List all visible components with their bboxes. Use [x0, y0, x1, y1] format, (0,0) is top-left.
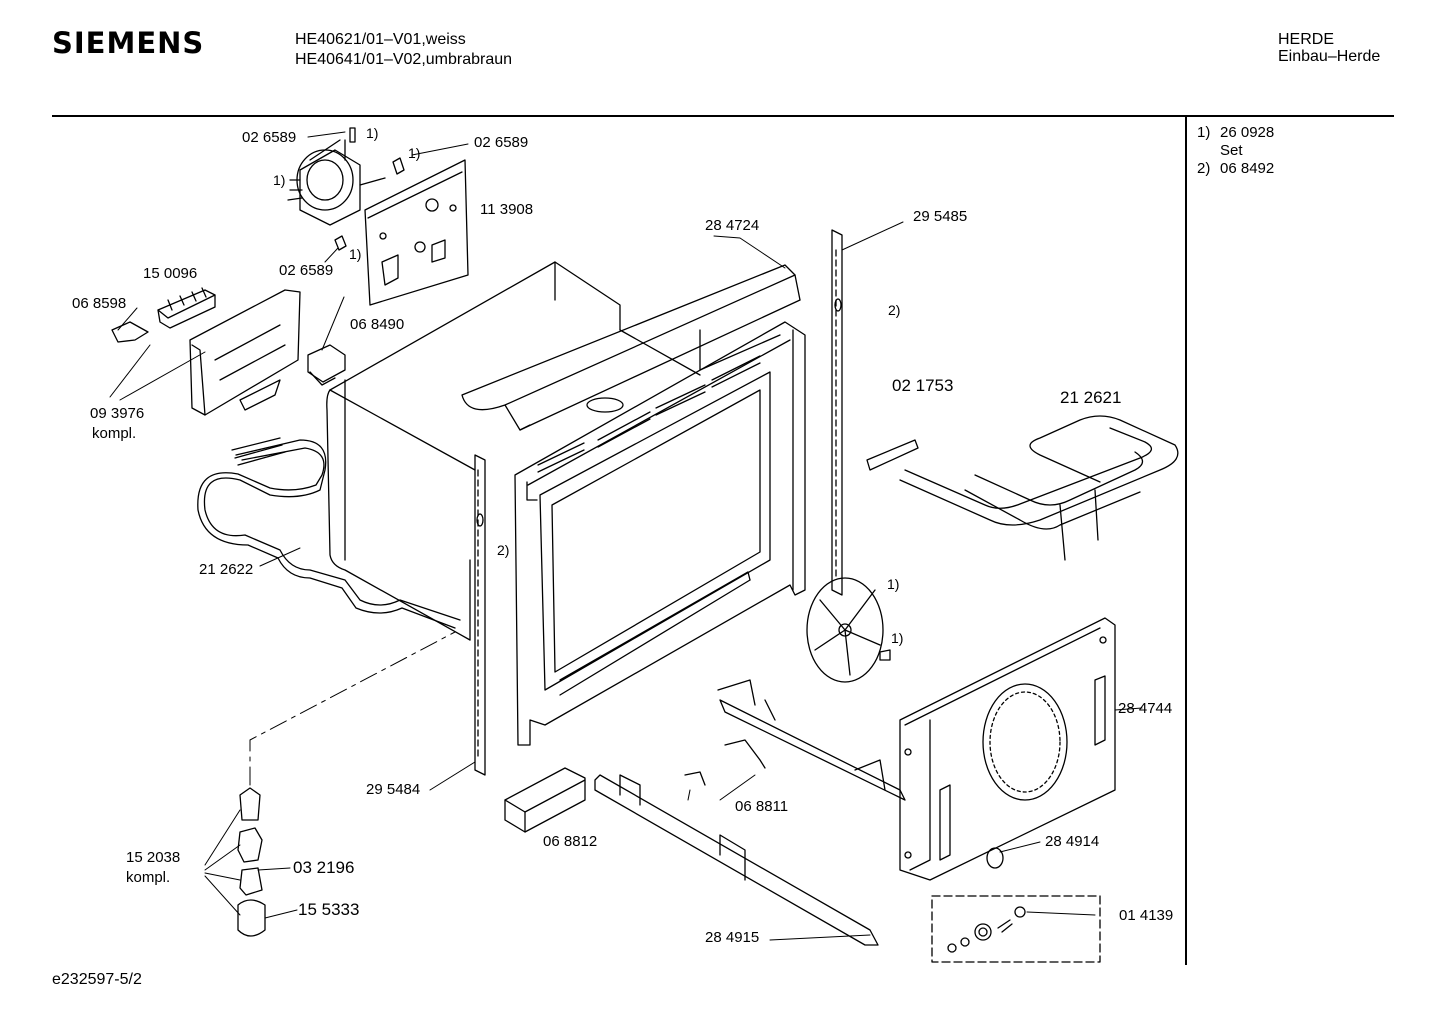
part-label-155333: 15 5333 — [298, 900, 360, 919]
ref-marker-1: 1) — [408, 145, 421, 161]
part-label-026589-right: 02 6589 — [474, 134, 529, 151]
part-label-212621: 21 2621 — [1060, 388, 1122, 407]
lamp-assembly-part — [237, 787, 266, 937]
note-text-1: 26 0928 — [1220, 124, 1275, 141]
motor-plate-part — [364, 159, 469, 306]
top-trim-strip-part — [461, 264, 801, 431]
note-marker-1: 1) — [1197, 124, 1211, 141]
clip-part — [349, 127, 356, 143]
ref-marker-1: 1) — [273, 172, 286, 188]
part-label-026589-top: 02 6589 — [242, 129, 297, 146]
side-bracket-part — [504, 767, 586, 833]
part-label-150096: 15 0096 — [143, 265, 198, 282]
part-label-068598: 06 8598 — [72, 295, 127, 312]
part-label-212622: 21 2622 — [199, 561, 254, 578]
control-bracket-part — [189, 289, 301, 416]
part-label-093976: 09 3976 — [90, 405, 145, 422]
ref-marker-2: 2) — [888, 302, 901, 318]
fan-motor-part — [287, 139, 386, 226]
part-label-026589-lower: 02 6589 — [279, 262, 334, 279]
part-label-152038-kompl: kompl. — [126, 869, 171, 886]
connector-part — [111, 321, 149, 343]
ref-marker-1: 1) — [887, 576, 900, 592]
part-label-068811: 06 8811 — [735, 798, 789, 815]
category-label: HERDE — [1278, 31, 1335, 48]
ref-marker-1: 1) — [366, 125, 379, 141]
part-label-032196: 03 2196 — [293, 858, 355, 877]
part-label-014139: 01 4139 — [1119, 907, 1174, 924]
model-line-1: HE40621/01–V01,weiss — [295, 31, 466, 48]
part-label-284724: 28 4724 — [705, 217, 760, 234]
ref-marker-1: 1) — [349, 246, 362, 262]
subcategory-label: Einbau–Herde — [1278, 48, 1381, 65]
fastener-set-part — [931, 847, 1101, 963]
header-divider — [52, 115, 1394, 117]
bottom-heater-part — [197, 437, 461, 629]
part-label-284915: 28 4915 — [705, 929, 760, 946]
left-front-strip-part — [474, 454, 486, 776]
part-label-068490: 06 8490 — [350, 316, 405, 333]
part-label-295485: 29 5485 — [913, 208, 968, 225]
ref-marker-1: 1) — [891, 630, 904, 646]
switch-block-part — [157, 287, 216, 329]
part-label-093976-kompl: kompl. — [92, 425, 137, 442]
drawing-id: e232597-5/2 — [52, 971, 142, 988]
ref-marker-2: 2) — [497, 542, 510, 558]
note-text-set: Set — [1220, 142, 1243, 159]
clip-part — [334, 235, 347, 251]
part-label-068812: 06 8812 — [543, 833, 598, 850]
shelf-support-rail-part — [717, 679, 906, 801]
front-frame-part — [514, 321, 806, 746]
thermostat-part — [307, 344, 346, 386]
right-strip-part — [831, 229, 843, 596]
part-label-021753: 02 1753 — [892, 376, 954, 395]
part-label-152038: 15 2038 — [126, 849, 181, 866]
fan-back-panel-part — [899, 617, 1116, 881]
note-marker-2: 2) — [1197, 160, 1211, 177]
notes-divider — [1185, 117, 1187, 965]
note-text-2: 06 8492 — [1220, 160, 1275, 177]
part-label-113908: 11 3908 — [480, 201, 534, 218]
part-label-284914: 28 4914 — [1045, 833, 1100, 850]
brand-logo: SIEMENS — [52, 26, 205, 60]
model-line-2: HE40641/01–V02,umbrabraun — [295, 51, 513, 68]
leader-lines — [109, 131, 1143, 941]
rail-clip-part — [684, 739, 766, 786]
fan-wheel-part — [806, 577, 891, 683]
slide-rail-part — [594, 774, 879, 946]
part-label-284744: 28 4744 — [1118, 700, 1173, 717]
grill-heater-part — [866, 415, 1179, 561]
clip-part — [392, 157, 405, 175]
part-label-295484: 29 5484 — [366, 781, 421, 798]
